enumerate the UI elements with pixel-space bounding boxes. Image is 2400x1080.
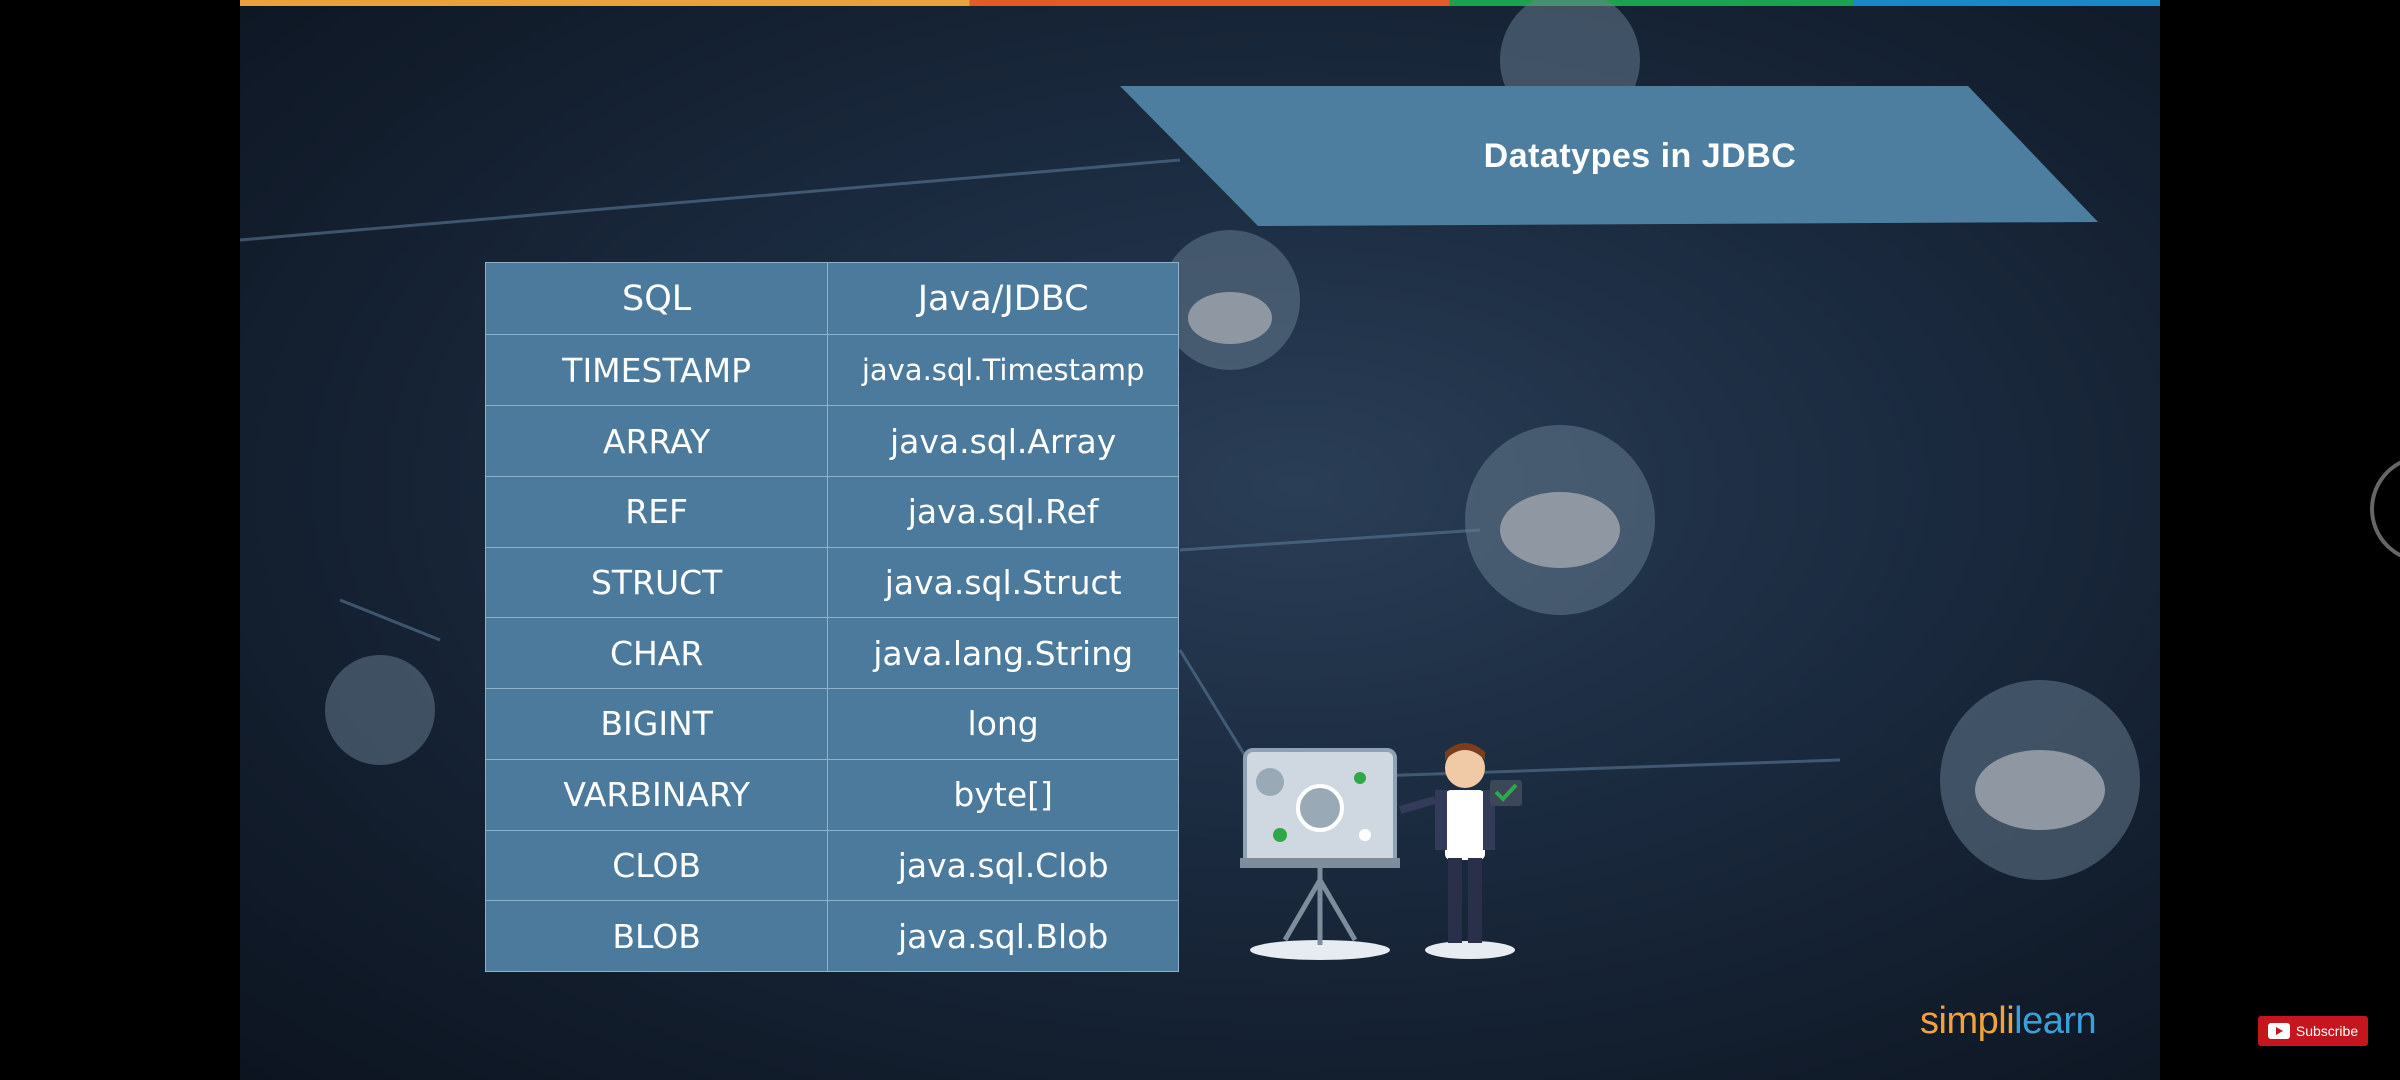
subscribe-button[interactable]: Subscribe (2258, 1016, 2368, 1046)
header-java: Java/JDBC (827, 261, 1179, 336)
presenter-illustration (1240, 743, 1522, 960)
sql-type-cell: CLOB (484, 829, 829, 902)
table-header-row: SQL Java/JDBC (484, 261, 1179, 336)
simplilearn-logo: simplilearn (1920, 1000, 2097, 1042)
java-type-cell: java.sql.Timestamp (827, 334, 1179, 407)
sql-type-cell: REF (484, 475, 829, 548)
header-sql: SQL (484, 261, 829, 336)
sql-type-cell: BLOB (484, 900, 829, 972)
youtube-play-icon (2267, 1023, 2290, 1039)
sql-type-cell: TIMESTAMP (484, 334, 829, 407)
java-type-cell: long (827, 688, 1179, 760)
java-type-cell: java.sql.Blob (827, 900, 1179, 972)
sql-type-cell: STRUCT (484, 546, 829, 619)
brand-color-bar (240, 0, 2160, 6)
title-banner (1120, 86, 2098, 226)
sql-type-cell: VARBINARY (484, 758, 829, 831)
java-type-cell: java.lang.String (827, 617, 1179, 690)
edge-swipe-handle[interactable] (2370, 455, 2400, 563)
java-type-cell: java.sql.Ref (827, 475, 1179, 548)
java-type-cell: java.sql.Array (827, 405, 1179, 477)
sql-type-cell: ARRAY (484, 405, 829, 477)
java-type-cell: java.sql.Struct (827, 546, 1179, 619)
subscribe-label: Subscribe (2295, 1023, 2359, 1039)
video-frame[interactable]: Datatypes in JDBC SQL Java/JDBC TIMESTAM… (240, 0, 2160, 1080)
java-type-cell: java.sql.Clob (827, 829, 1179, 902)
sql-type-cell: BIGINT (484, 688, 829, 760)
slide-title: Datatypes in JDBC (1483, 136, 1797, 175)
java-type-cell: byte[] (827, 758, 1179, 831)
sql-type-cell: CHAR (484, 617, 829, 690)
